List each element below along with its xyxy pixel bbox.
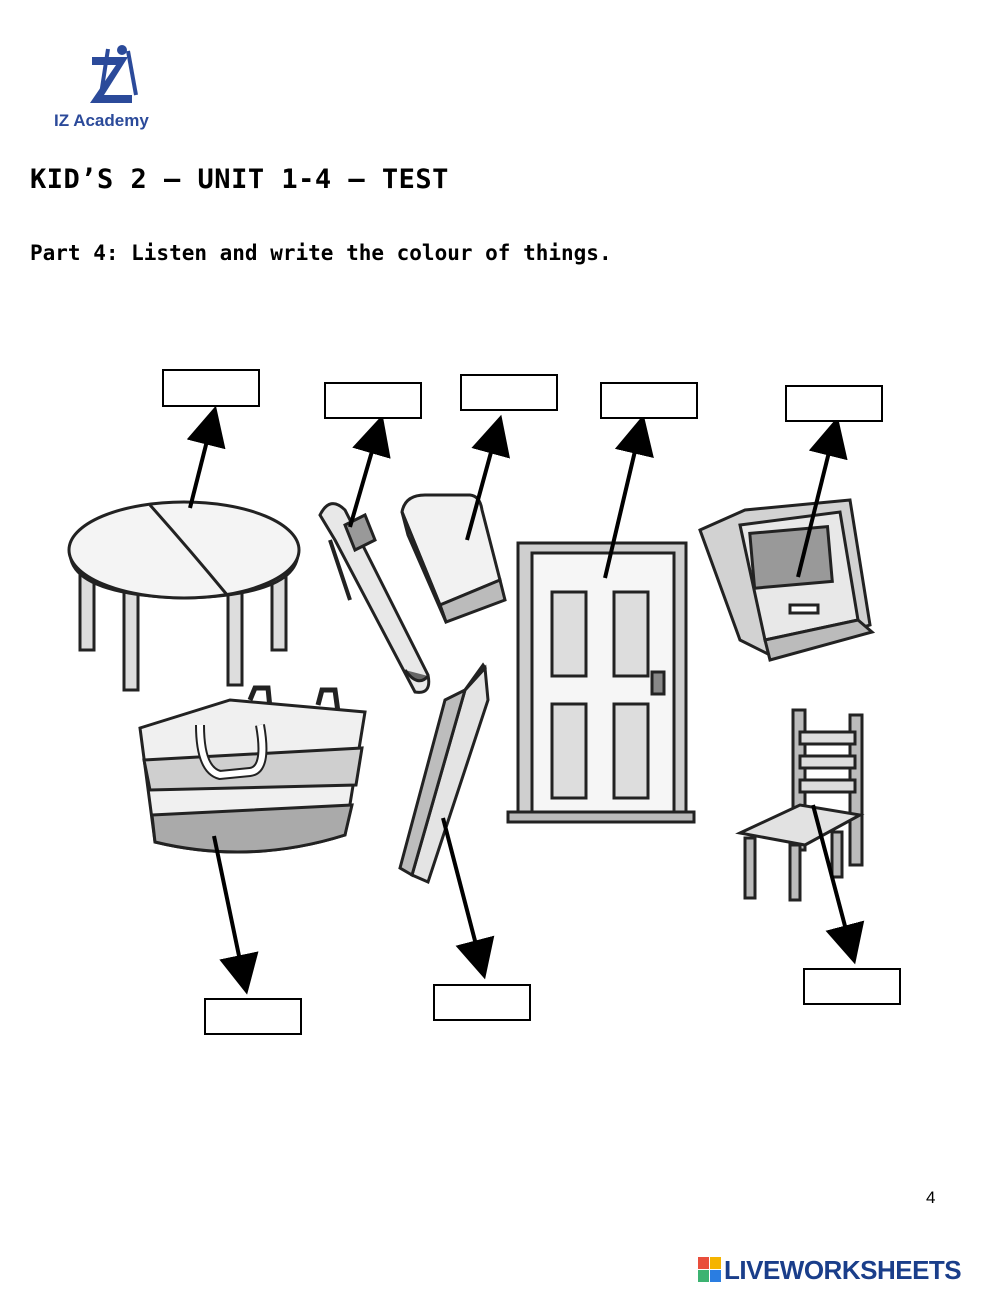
answer-box-table[interactable] — [162, 369, 260, 407]
pen-drawing — [318, 502, 431, 694]
book-drawing — [698, 498, 876, 662]
pointer-arrows — [186, 405, 865, 995]
door-drawing — [506, 541, 696, 824]
answer-box-book[interactable] — [785, 385, 883, 422]
page-number: 4 — [926, 1188, 936, 1207]
arrow-bag — [212, 835, 259, 995]
liveworksheets-badge-icon — [698, 1257, 721, 1282]
arrow-pencil — [441, 817, 495, 980]
arrow-door — [603, 414, 654, 579]
bag-drawing — [138, 685, 367, 854]
arrow-book — [796, 416, 848, 578]
answer-box-chair[interactable] — [803, 968, 901, 1005]
iz-logo-icon — [90, 45, 138, 103]
arrow-chair — [811, 804, 865, 965]
answer-box-pen[interactable] — [324, 382, 422, 419]
pencil-drawing — [398, 662, 490, 885]
answer-box-bag[interactable] — [204, 998, 302, 1035]
logo-text: IZ Academy — [54, 111, 149, 130]
answer-box-door[interactable] — [600, 382, 698, 419]
table-drawing — [67, 500, 301, 692]
answer-box-rubber[interactable] — [460, 374, 558, 411]
liveworksheets-logo[interactable]: LIVEWORKSHEETS — [698, 1255, 998, 1285]
iz-academy-logo: IZ Academy — [50, 45, 180, 135]
answer-box-pencil[interactable] — [433, 984, 531, 1021]
arrow-table — [186, 405, 226, 509]
chair-drawing — [735, 708, 865, 902]
page-title: KID’S 2 – UNIT 1-4 – TEST — [30, 164, 449, 195]
arrow-pen — [348, 414, 391, 528]
instruction-text: Part 4: Listen and write the colour of t… — [30, 241, 612, 265]
rubber-drawing — [400, 493, 507, 624]
liveworksheets-brand-text: LIVEWORKSHEETS — [724, 1255, 962, 1285]
arrow-rubber — [465, 414, 511, 541]
